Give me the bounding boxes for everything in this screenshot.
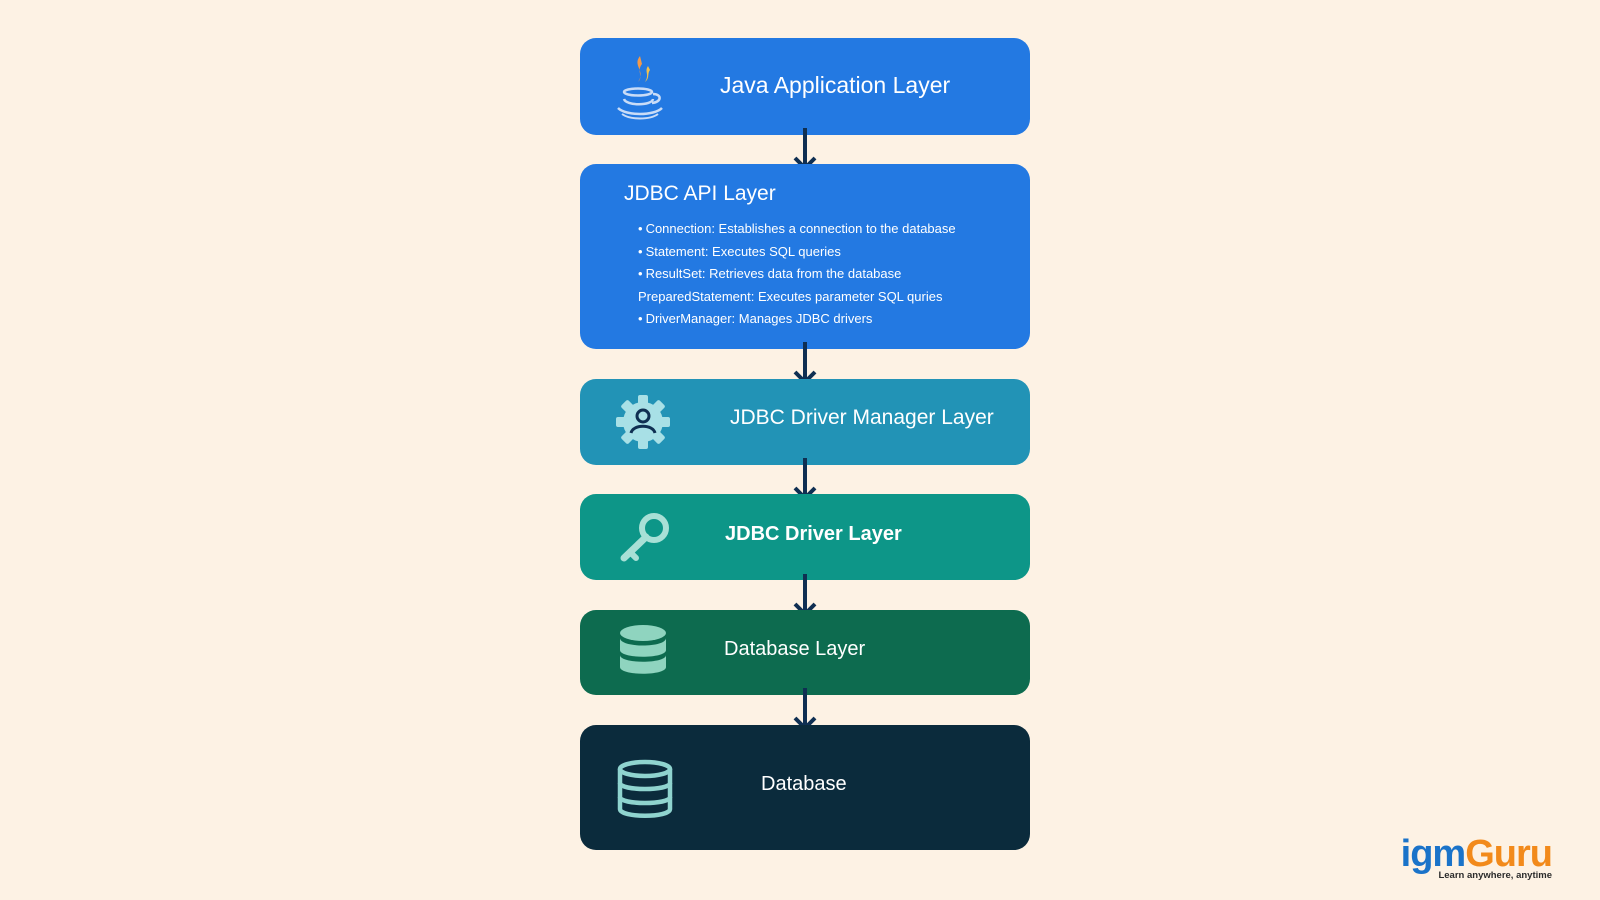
api-component-list: Connection: Establishes a connection to …: [638, 218, 956, 331]
database-layer: Database Layer: [580, 610, 1030, 695]
list-item: PreparedStatement: Executes parameter SQ…: [638, 288, 943, 304]
database-icon: [618, 624, 668, 680]
jdbc-driver-layer: JDBC Driver Layer: [580, 494, 1030, 580]
list-item: Connection: Establishes a connection to …: [638, 218, 956, 241]
database-block: Database: [580, 725, 1030, 850]
api-layer-title: JDBC API Layer: [624, 182, 776, 205]
logo-tagline: Learn anywhere, anytime: [1438, 870, 1552, 881]
igmguru-logo: igmGuru Learn anywhere, anytime: [1400, 833, 1553, 881]
list-item: ResultSet: Retrieves data from the datab…: [638, 263, 956, 286]
database-outline-icon: [616, 759, 674, 821]
jdbc-api-layer: JDBC API Layer Connection: Establishes a…: [580, 164, 1030, 349]
gear-user-icon: [614, 393, 672, 451]
logo-brand-part1: igm: [1400, 833, 1467, 875]
driver-manager-layer-title: JDBC Driver Manager Layer: [730, 406, 994, 429]
database-layer-title: Database Layer: [724, 638, 866, 660]
java-layer-title: Java Application Layer: [720, 72, 951, 98]
java-cup-icon: [612, 52, 668, 122]
java-application-layer: Java Application Layer: [580, 38, 1030, 135]
list-item: DriverManager: Manages JDBC drivers: [638, 308, 956, 331]
list-item: Statement: Executes SQL queries: [638, 241, 956, 264]
logo-wordmark: igmGuru: [1400, 833, 1553, 875]
key-icon: [616, 512, 672, 564]
driver-layer-title: JDBC Driver Layer: [725, 523, 902, 545]
logo-brand-part2: Guru: [1465, 833, 1553, 875]
jdbc-driver-manager-layer: JDBC Driver Manager Layer: [580, 379, 1030, 465]
database-title: Database: [761, 773, 847, 795]
